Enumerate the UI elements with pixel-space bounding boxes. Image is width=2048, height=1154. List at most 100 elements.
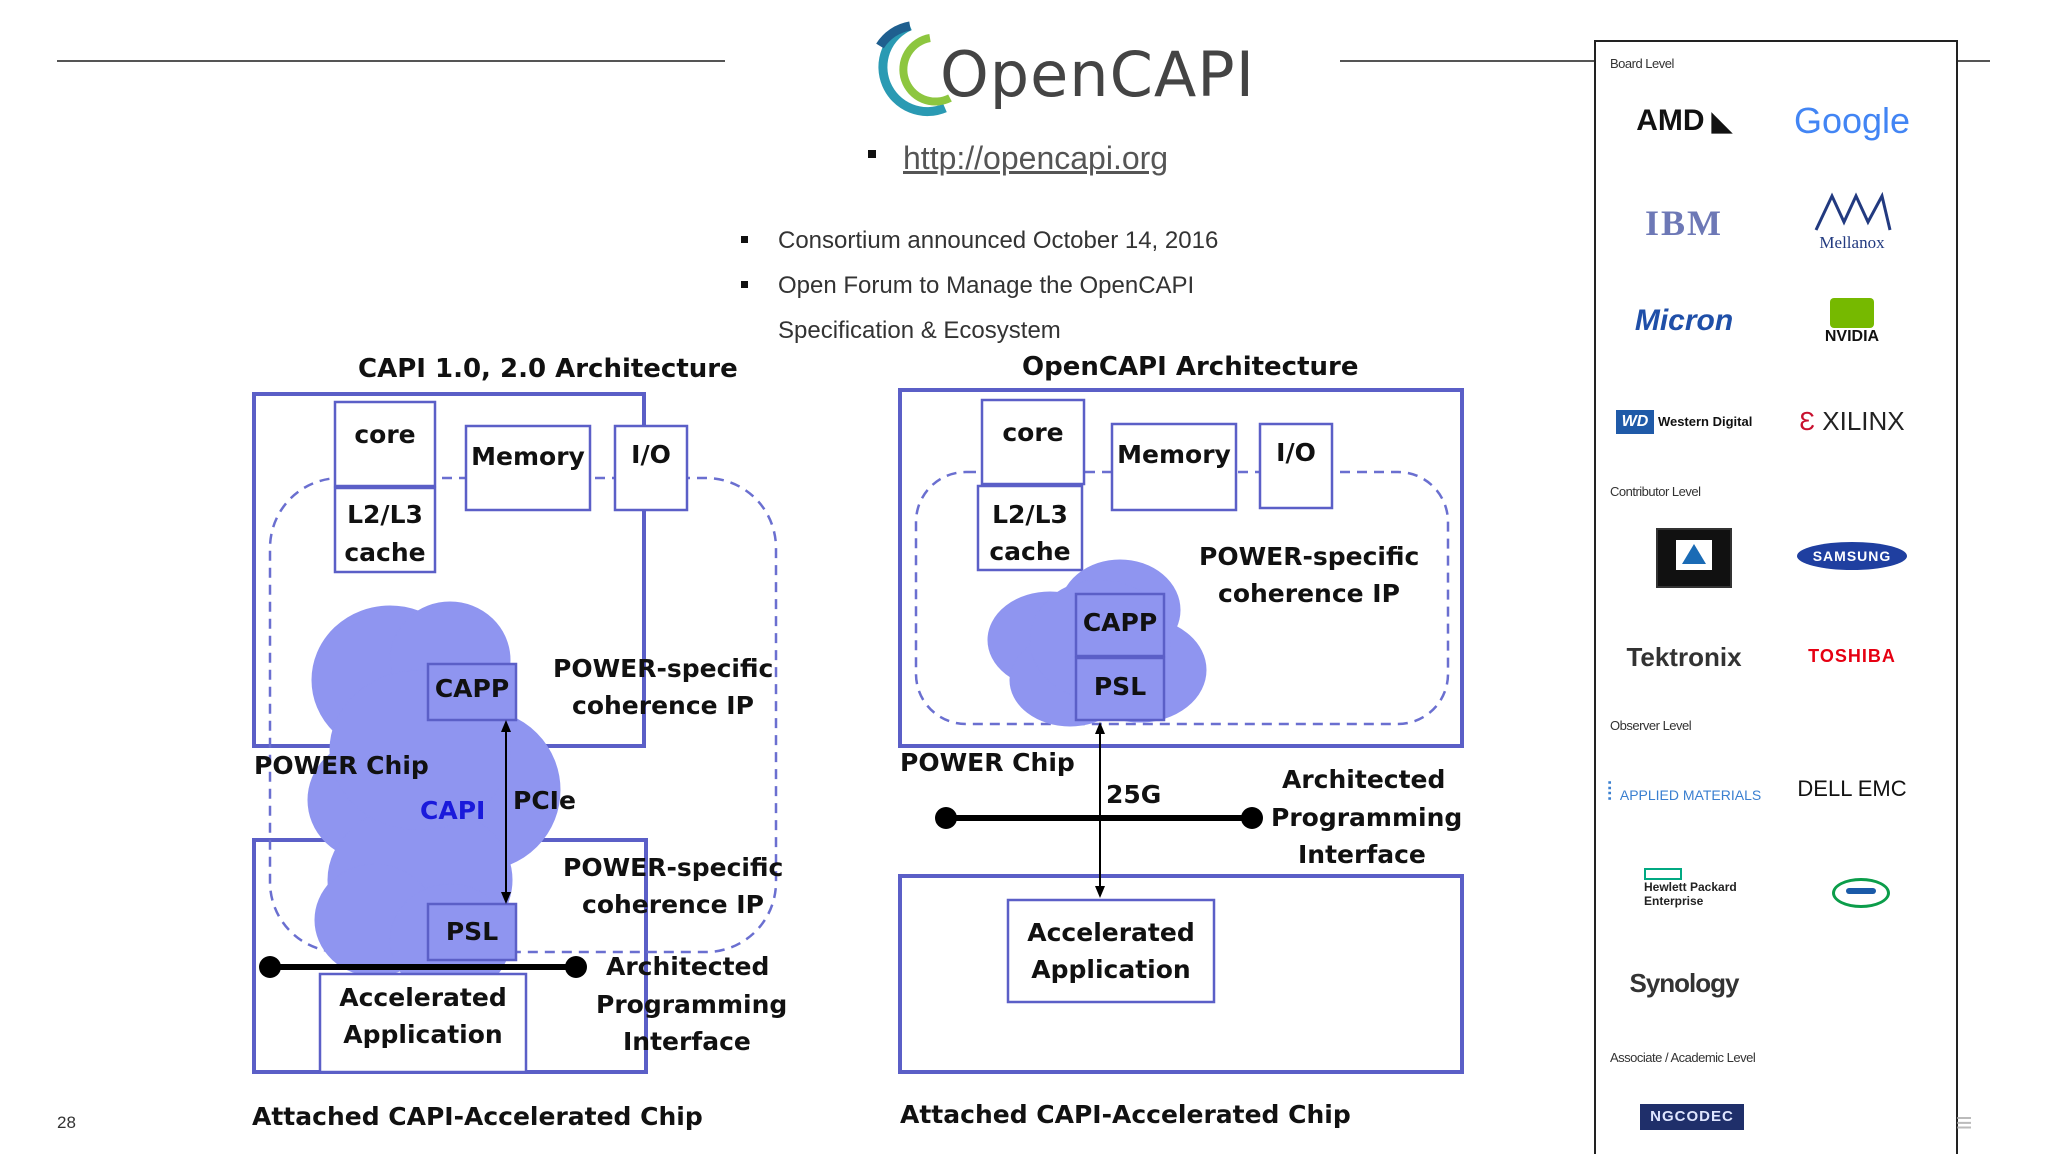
left-app-label-2: Application (343, 1020, 503, 1049)
right-speed-label: 25G (1106, 780, 1162, 809)
left-capi-label: CAPI (420, 796, 486, 825)
right-diagram-title: OpenCAPI Architecture (1022, 352, 1359, 382)
board-level-label: Board Level (1610, 56, 1674, 71)
link-bullet-dot (868, 150, 876, 158)
left-core-box (333, 400, 437, 488)
left-interface-dot-left (259, 956, 281, 978)
dell-emc-logo: DELL EMC (1797, 776, 1907, 801)
xilinx-mark-icon: Ɛ (1799, 406, 1823, 436)
ibm-logo: IBM (1645, 203, 1723, 243)
left-interface-dot-right (565, 956, 587, 978)
right-capp-label: CAPP (1082, 608, 1158, 637)
left-cache-label-1: L2/L3 (347, 500, 423, 529)
left-coherence-bottom-1: POWER-specific (563, 853, 784, 882)
right-coherence-region (914, 470, 1450, 726)
corner-ibm-mark-icon: ≡ (1956, 1107, 1973, 1138)
left-cache-box (333, 486, 437, 574)
left-psl-label: PSL (445, 917, 499, 946)
mellanox-logo: Mellanox (1772, 191, 1932, 253)
left-io-label: I/O (631, 440, 671, 469)
nvidia-eye-icon (1830, 298, 1874, 328)
left-diagram (252, 392, 778, 1074)
left-capi-cloud (307, 601, 561, 997)
right-attached-chip-box (898, 874, 1464, 1074)
left-arch-1: Architected (606, 952, 770, 981)
right-app-label-1: Accelerated (1027, 918, 1195, 947)
bullet-dot-2 (741, 281, 748, 288)
bullet-2: Open Forum to Manage the OpenCAPI (778, 272, 1195, 299)
left-pcie-label: PCIe (513, 786, 576, 815)
left-app-box (318, 972, 528, 1074)
left-coherence-top-2: coherence IP (572, 691, 754, 720)
members-panel: Board Level AMD ◣ Google IBM Mellanox Mi… (1594, 40, 1958, 1154)
right-io-box (1258, 422, 1334, 510)
logo-text: OpenCAPI (940, 38, 1255, 111)
xilinx-logo: Ɛ XILINX (1799, 406, 1905, 436)
right-arch-2: Programming (1271, 803, 1463, 832)
right-cache-box (976, 484, 1084, 572)
right-core-label: core (1002, 418, 1064, 447)
opencapi-swirl-icon (876, 21, 952, 117)
applied-mark-icon: ⦙ (1606, 776, 1620, 806)
right-io-label: I/O (1276, 438, 1316, 467)
right-power-chip-box (898, 388, 1464, 748)
amd-logo: AMD ◣ (1636, 104, 1732, 137)
right-core-box (980, 398, 1086, 486)
samsung-logo: SAMSUNG (1772, 542, 1932, 570)
right-memory-label: Memory (1117, 440, 1231, 469)
right-memory-box (1110, 422, 1238, 512)
contributor-level-label: Contributor Level (1610, 484, 1701, 499)
right-arch-3: Interface (1298, 840, 1426, 869)
hpe-logo: Hewlett Packard Enterprise (1604, 868, 1764, 908)
associate-level-label: Associate / Academic Level (1610, 1050, 1756, 1065)
right-chip-label: Attached CAPI-Accelerated Chip (900, 1100, 1351, 1129)
right-interface-dot-left (935, 807, 957, 829)
left-capp-box (426, 662, 518, 722)
micron-logo: Micron (1634, 304, 1734, 337)
nvidia-logo: NVIDIA (1772, 298, 1932, 346)
mellanox-mark-icon (1814, 191, 1892, 231)
left-io-box (613, 424, 689, 512)
supermicro-logo (1832, 878, 1890, 908)
right-psl-label: PSL (1093, 672, 1147, 701)
ngcodec-logo: NGCODEC (1640, 1104, 1744, 1130)
left-chip-label: Attached CAPI-Accelerated Chip (252, 1102, 703, 1131)
google-logo: Google (1793, 100, 1911, 141)
synology-logo: Synology (1629, 968, 1739, 998)
right-diagram (898, 388, 1464, 1074)
right-app-box (1006, 898, 1216, 1004)
bullet-2-continuation: Specification & Ecosystem (778, 317, 1061, 344)
page-number: 28 (57, 1113, 76, 1132)
left-cache-label-2: cache (344, 538, 426, 567)
bullet-1: Consortium announced October 14, 2016 (778, 227, 1219, 254)
header-rule-left (57, 60, 725, 62)
tektronix-logo: Tektronix (1626, 642, 1742, 672)
left-coherence-bottom-2: coherence IP (582, 890, 764, 919)
opencapi-logo: OpenCAPI (850, 18, 1254, 118)
left-diagram-title: CAPI 1.0, 2.0 Architecture (358, 354, 738, 384)
opencapi-link[interactable]: http://opencapi.org (903, 140, 1169, 176)
left-arch-3: Interface (623, 1027, 751, 1056)
left-core-label: core (354, 420, 416, 449)
right-capp-box (1074, 592, 1166, 658)
wd-badge-icon: WD (1615, 410, 1655, 434)
right-coherence-1: POWER-specific (1199, 542, 1420, 571)
western-digital-logo: WD Western Digital (1604, 410, 1764, 434)
right-power-chip-label: POWER Chip (900, 748, 1075, 777)
left-coherence-top-1: POWER-specific (553, 654, 774, 683)
left-memory-box (464, 424, 592, 512)
toshiba-logo: TOSHIBA (1808, 646, 1896, 666)
right-interface-dot-right (1241, 807, 1263, 829)
observer-level-label: Observer Level (1610, 718, 1692, 733)
hpe-mark-icon (1644, 868, 1682, 880)
left-psl-box (426, 902, 518, 962)
right-cache-label-1: L2/L3 (992, 500, 1068, 529)
bullet-dot-1 (741, 236, 748, 243)
right-psl-box (1074, 656, 1166, 722)
left-arch-2: Programming (596, 990, 788, 1019)
right-coherence-2: coherence IP (1218, 579, 1400, 608)
right-arch-1: Architected (1282, 765, 1446, 794)
right-app-label-2: Application (1031, 955, 1191, 984)
left-memory-label: Memory (471, 442, 585, 471)
contributor-badge-logo (1656, 528, 1732, 588)
